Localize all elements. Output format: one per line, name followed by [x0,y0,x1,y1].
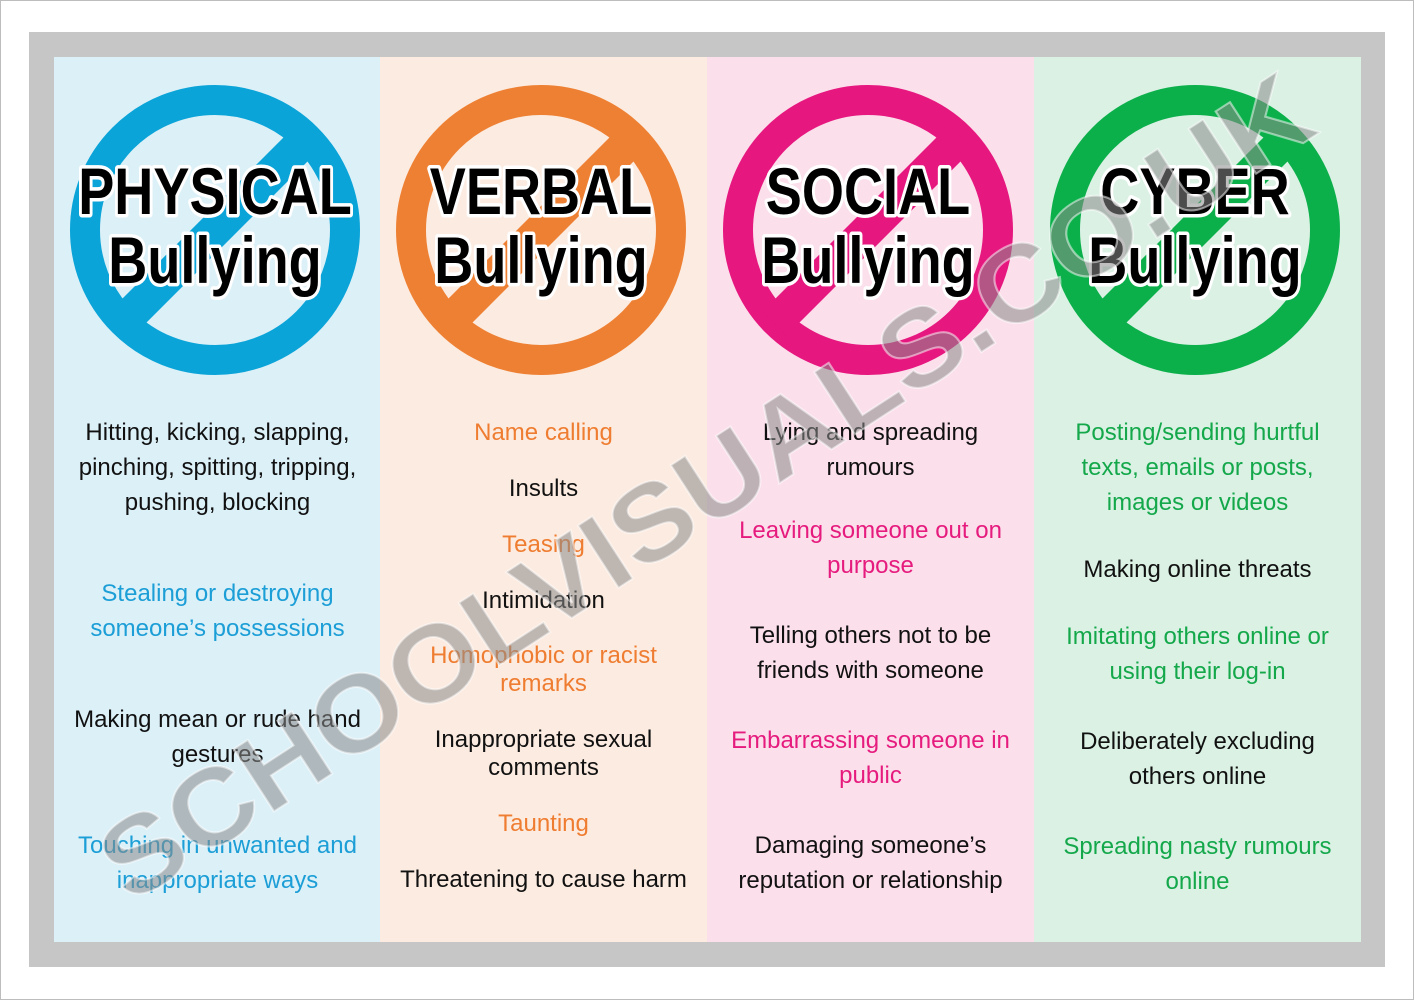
bullying-example: Threatening to cause harm [380,862,707,897]
bullying-example: Spreading nasty rumours online [1034,829,1361,899]
example-line: Lying and spreading [762,419,979,446]
example-line: Deliberately excluding [1080,728,1315,755]
bullying-example: Name calling [380,415,707,450]
example-line: Taunting [498,810,589,837]
example-line: friends with someone [757,657,984,684]
example-line: Leaving someone out on [739,517,1002,544]
column-title: PHYSICAL [78,154,352,228]
bullying-example: Insults [380,471,707,506]
example-line: Stealing or destroying [101,580,334,607]
example-line: Teasing [502,531,585,558]
example-line: Insults [508,475,579,502]
bullying-example: Lying and spreading rumours [707,415,1034,485]
bullying-example: Hitting, kicking, slapping, pinching, spi… [54,415,381,520]
column-title: Bullying [761,223,974,297]
example-line: public [839,762,902,789]
example-line: Damaging someone’s [754,832,987,859]
column-title: Bullying [434,223,647,297]
example-line: inappropriate ways [116,867,319,894]
example-line: pushing, blocking [124,489,311,516]
example-line: reputation or relationship [738,867,1003,894]
example-line: others online [1128,763,1267,790]
example-line: comments [488,754,599,781]
bullying-example: Embarrassing someone in public [707,723,1034,793]
example-line: Making online threats [1083,556,1312,583]
example-line: Telling others not to be [749,622,992,649]
example-line: Homophobic or racist [430,642,657,669]
example-line: Hitting, kicking, slapping, [85,419,350,446]
bullying-example: Imitating others online or using their lo… [1034,619,1361,689]
example-line: online [1165,868,1230,895]
example-line: Touching in unwanted and [78,832,357,859]
example-line: Imitating others online or [1066,623,1329,650]
example-line: someone’s possessions [90,615,345,642]
column-title: Bullying [1088,223,1301,297]
bullying-example: Touching in unwanted and inappropriate wa… [54,828,381,898]
column-title: CYBER [1100,154,1289,228]
bullying-example: Taunting [380,806,707,841]
example-line: images or videos [1106,489,1289,516]
example-line: Inappropriate sexual [434,726,653,753]
bullying-example: Leaving someone out on purpose [707,513,1034,583]
bullying-example: Telling others not to be friends with som… [707,618,1034,688]
column-title: SOCIAL [766,154,970,228]
example-line: Intimidation [482,587,605,614]
column-title: VERBAL [430,154,652,228]
example-line: Name calling [474,419,613,446]
example-line: Threatening to cause harm [400,866,687,893]
bullying-example: Teasing [380,527,707,562]
example-line: Spreading nasty rumours [1063,833,1332,860]
bullying-example: Deliberately excluding others online [1034,724,1361,794]
bullying-example: Stealing or destroying someone’s possessi… [54,576,381,646]
example-line: remarks [500,670,587,697]
bullying-example: Making online threats [1034,552,1361,587]
bullying-example: Damaging someone’s reputation or relation… [707,828,1034,898]
example-line: Making mean or rude hand [74,706,361,733]
example-line: gestures [171,741,264,768]
bullying-example: Making mean or rude hand gestures [54,702,381,772]
example-line: purpose [827,552,914,579]
bullying-example: Intimidation [380,583,707,618]
example-line: Embarrassing someone in [731,727,1010,754]
example-line: Posting/sending hurtful [1075,419,1320,446]
example-line: texts, emails or posts, [1081,454,1314,481]
example-line: rumours [826,454,915,481]
example-line: pinching, spitting, tripping, [78,454,357,481]
bullying-example: Posting/sending hurtful texts, emails or … [1034,415,1361,520]
example-line: using their log-in [1109,658,1286,685]
column-title: Bullying [108,223,321,297]
